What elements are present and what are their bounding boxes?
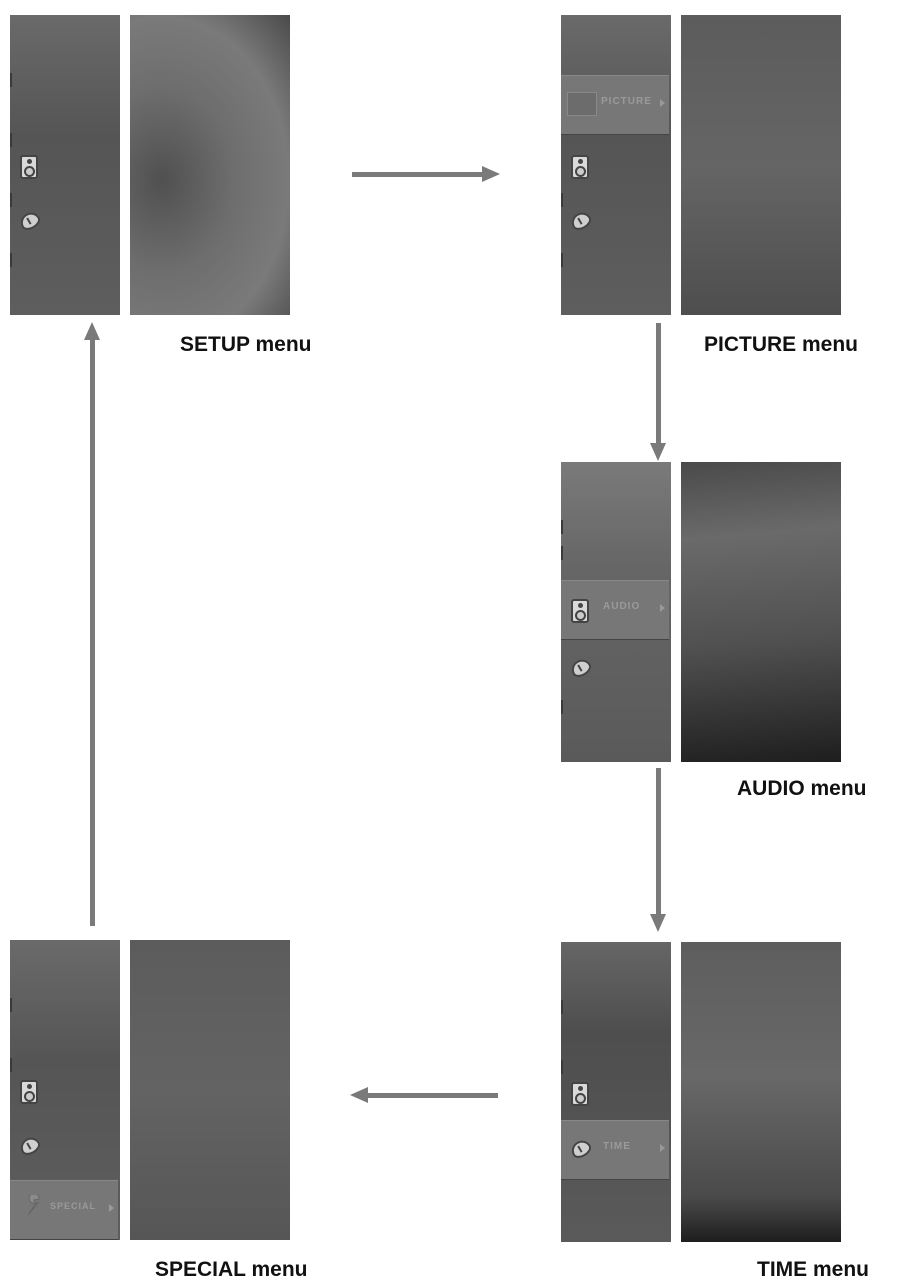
flow-arrow-right bbox=[352, 172, 484, 177]
arrow-right-icon bbox=[660, 604, 665, 612]
picture-menu-caption: PICTURE menu bbox=[704, 333, 859, 356]
clock-icon bbox=[17, 1134, 43, 1158]
arrow-down-icon bbox=[650, 443, 666, 461]
menu-sidebar: PICTURE bbox=[561, 15, 671, 315]
speaker-icon bbox=[571, 599, 589, 623]
flow-arrow-up bbox=[90, 340, 95, 926]
special-highlight-label: SPECIAL bbox=[50, 1201, 97, 1211]
time-highlight-row: TIME bbox=[561, 1120, 669, 1180]
menu-main-panel bbox=[130, 15, 290, 315]
speaker-icon bbox=[20, 1080, 38, 1104]
menu-tick bbox=[561, 520, 563, 534]
picture-menu-screen: PICTURE bbox=[561, 15, 841, 315]
menu-sidebar bbox=[10, 15, 120, 315]
arrow-right-icon bbox=[660, 99, 665, 107]
menu-tick bbox=[561, 546, 563, 560]
time-menu-caption: TIME menu bbox=[757, 1258, 870, 1281]
menu-tick bbox=[10, 133, 12, 147]
flow-arrow-left bbox=[368, 1093, 498, 1098]
arrow-right-icon bbox=[109, 1204, 114, 1212]
audio-menu-caption: AUDIO menu bbox=[737, 777, 867, 800]
menu-main-panel bbox=[681, 15, 841, 315]
menu-tick bbox=[561, 1000, 563, 1014]
speaker-icon bbox=[20, 155, 38, 179]
clock-icon bbox=[568, 1137, 594, 1161]
menu-tick bbox=[10, 253, 12, 267]
menu-sidebar: AUDIO bbox=[561, 462, 671, 762]
clock-icon bbox=[568, 656, 594, 680]
audio-menu-screen: AUDIO bbox=[561, 462, 841, 762]
menu-sidebar: SPECIAL bbox=[10, 940, 120, 1240]
audio-highlight-label: AUDIO bbox=[603, 601, 641, 612]
arrow-down-icon bbox=[650, 914, 666, 932]
special-menu-screen: SPECIAL bbox=[10, 940, 290, 1240]
menu-tick bbox=[561, 193, 563, 207]
menu-tick bbox=[10, 73, 12, 87]
menu-sidebar: TIME bbox=[561, 942, 671, 1242]
menu-tick bbox=[561, 700, 563, 714]
arrow-up-icon bbox=[84, 322, 100, 340]
menu-main-panel bbox=[130, 940, 290, 1240]
arrow-right-icon bbox=[660, 1144, 665, 1152]
setup-menu-screen bbox=[10, 15, 290, 315]
picture-highlight-label: PICTURE bbox=[601, 96, 652, 107]
menu-tick bbox=[561, 1060, 563, 1074]
clock-icon bbox=[568, 209, 594, 233]
flow-arrow-down bbox=[656, 768, 661, 916]
clock-icon bbox=[17, 209, 43, 233]
menu-main-panel bbox=[681, 462, 841, 762]
menu-tick bbox=[10, 998, 12, 1012]
special-highlight-row: SPECIAL bbox=[10, 1180, 118, 1240]
arrow-right-icon bbox=[482, 166, 500, 182]
menu-tick bbox=[10, 1058, 12, 1072]
wrench-icon bbox=[27, 1195, 40, 1216]
setup-menu-caption: SETUP menu bbox=[180, 333, 312, 356]
speaker-icon bbox=[571, 1082, 589, 1106]
time-menu-screen: TIME bbox=[561, 942, 841, 1242]
audio-highlight-row: AUDIO bbox=[561, 580, 669, 640]
menu-main-panel bbox=[681, 942, 841, 1242]
picture-highlight-row: PICTURE bbox=[561, 75, 669, 135]
speaker-icon bbox=[571, 155, 589, 179]
special-menu-caption: SPECIAL menu bbox=[155, 1258, 308, 1281]
menu-tick bbox=[561, 253, 563, 267]
menu-tick bbox=[10, 193, 12, 207]
arrow-left-icon bbox=[350, 1087, 368, 1103]
flow-arrow-down bbox=[656, 323, 661, 445]
picture-icon bbox=[567, 92, 597, 116]
time-highlight-label: TIME bbox=[603, 1141, 631, 1152]
